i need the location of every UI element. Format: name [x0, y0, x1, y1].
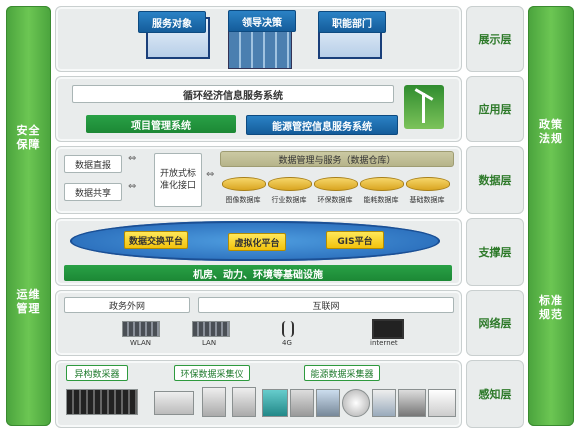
perc-energy: 能源数据采集器: [304, 365, 380, 381]
db-label-env: 环保数据库: [311, 195, 359, 205]
data-direct-report: 数据直报: [64, 155, 122, 173]
app-title: 循环经济信息服务系统: [72, 85, 394, 103]
infra-bar: 机房、动力、环境等基础设施: [64, 265, 452, 281]
db-icon-2: [360, 177, 404, 191]
right-side-bar: 政策 法规 标准 规范: [528, 6, 574, 426]
db-icon-4: [268, 177, 312, 191]
perc-env: 环保数据采集仪: [174, 365, 250, 381]
left-side-bar: 安全 保障 运维 管理: [6, 6, 51, 426]
sensor-icon-2: [290, 389, 314, 417]
support-layer: 数据交换平台 虚拟化平台 GIS平台 机房、动力、环境等基础设施: [55, 218, 462, 286]
antenna-icon: [282, 321, 294, 337]
sensor-icon-5: [398, 389, 426, 417]
application-layer: 循环经济信息服务系统 能源管控信息服务系统 项目管理系统: [55, 76, 462, 142]
db-label-industry: 行业数据库: [265, 195, 313, 205]
env-device-icon-2: [202, 387, 226, 417]
collector-device-icon: [66, 389, 138, 415]
db-icon-5: [222, 177, 266, 191]
double-arrow-icon-2: ⇔: [128, 181, 136, 192]
right-bottom-label: 标准 规范: [528, 294, 574, 322]
data-share: 数据共享: [64, 183, 122, 201]
label-application-layer: 应用层: [466, 76, 524, 142]
app-project-system: 项目管理系统: [86, 115, 236, 133]
net-gov: 政务外网: [64, 297, 190, 313]
label-wlan: WLAN: [130, 339, 151, 347]
label-data-layer: 数据层: [466, 146, 524, 214]
display-layer: 服务对象 领导决策 职能部门: [55, 6, 462, 72]
display-item-service: 服务对象: [138, 11, 206, 33]
net-internet: 互联网: [198, 297, 454, 313]
db-label-energy: 能耗数据库: [357, 195, 405, 205]
switch-icon-wlan: [122, 321, 160, 337]
label-internet: internet: [370, 339, 398, 347]
left-bottom-label: 运维 管理: [6, 288, 51, 316]
platform-exchange: 数据交换平台: [124, 231, 188, 249]
network-layer: 政务外网 互联网 WLAN LAN 4G internet: [55, 290, 462, 356]
windmill-icon: [404, 85, 444, 129]
left-top-label: 安全 保障: [6, 124, 51, 152]
perc-heterogeneous: 异构数采器: [66, 365, 128, 381]
label-4g: 4G: [282, 339, 292, 347]
db-label-image: 图像数据库: [219, 195, 267, 205]
gauge-icon: [342, 389, 370, 417]
data-warehouse-title: 数据管理与服务（数据仓库）: [220, 151, 454, 167]
double-arrow-icon: ⇔: [128, 153, 136, 164]
label-perception-layer: 感知层: [466, 360, 524, 428]
env-device-icon-3: [232, 387, 256, 417]
perception-layer: 异构数采器 环保数据采集仪 能源数据采集器: [55, 360, 462, 428]
db-icon-1: [406, 177, 450, 191]
sensor-icon-1: [262, 389, 288, 417]
env-device-icon-1: [154, 391, 194, 415]
data-exchange-interface: 开放式标准化接口: [154, 153, 202, 207]
sensor-icon-4: [372, 389, 396, 417]
right-top-label: 政策 法规: [528, 118, 574, 146]
label-lan: LAN: [202, 339, 216, 347]
db-icon-3: [314, 177, 358, 191]
label-support-layer: 支撑层: [466, 218, 524, 286]
switch-icon-lan: [192, 321, 230, 337]
sensor-icon-3: [316, 389, 340, 417]
platform-gis: GIS平台: [326, 231, 384, 249]
label-network-layer: 网络层: [466, 290, 524, 356]
data-layer: 数据直报 数据共享 ⇔ ⇔ 开放式标准化接口 ⇔ 数据管理与服务（数据仓库） 图…: [55, 146, 462, 214]
display-item-department: 职能部门: [318, 11, 386, 33]
db-label-base: 基础数据库: [403, 195, 451, 205]
sensor-icon-6: [428, 389, 456, 417]
app-energy-system: 能源管控信息服务系统: [246, 115, 398, 135]
platform-virtual: 虚拟化平台: [228, 233, 286, 251]
arrow-icon: ⇔: [206, 169, 214, 180]
label-display-layer: 展示层: [466, 6, 524, 72]
computer-icon: [372, 319, 404, 339]
display-item-leader: 领导决策: [228, 10, 296, 32]
